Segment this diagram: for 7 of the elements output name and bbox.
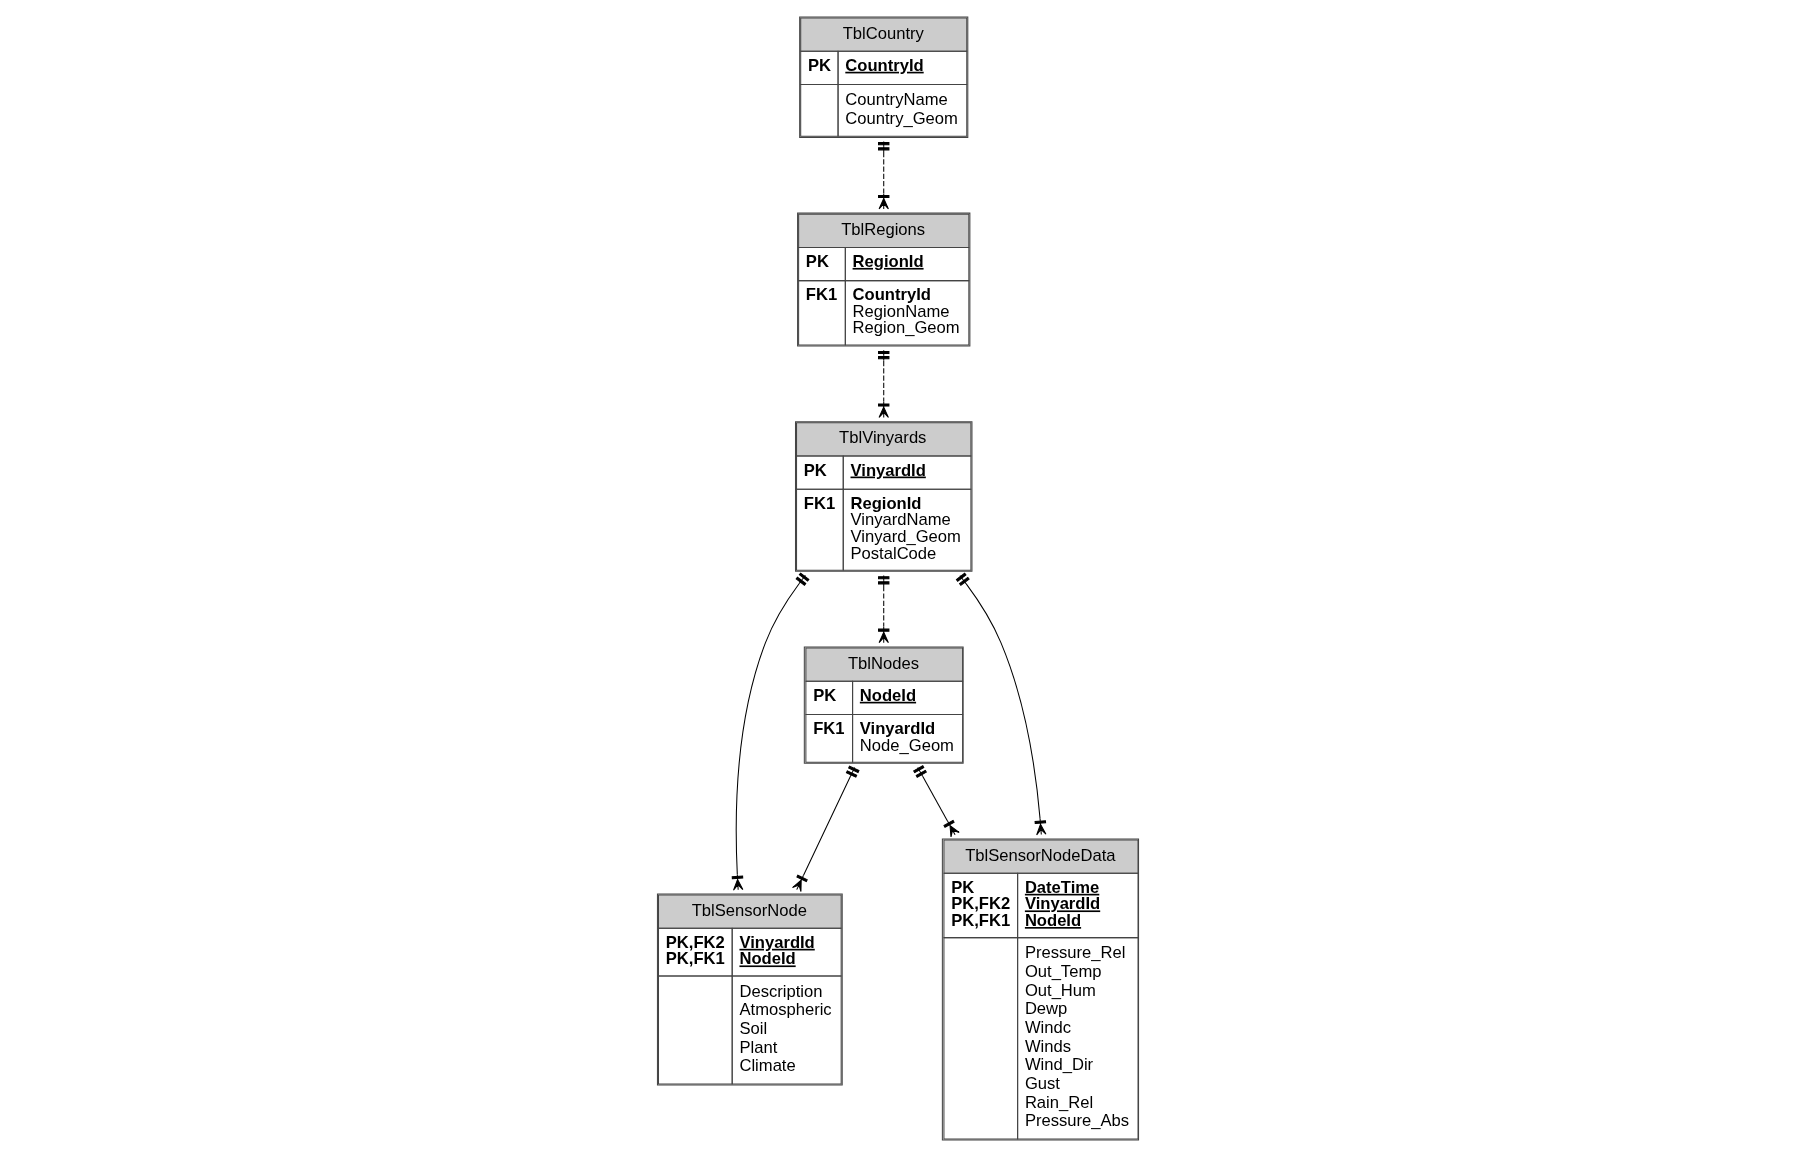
connector <box>731 572 810 891</box>
connector <box>913 765 960 838</box>
connector <box>878 141 890 210</box>
connector <box>878 575 890 644</box>
connector <box>955 572 1047 836</box>
connector <box>878 349 890 418</box>
connector <box>792 765 860 893</box>
